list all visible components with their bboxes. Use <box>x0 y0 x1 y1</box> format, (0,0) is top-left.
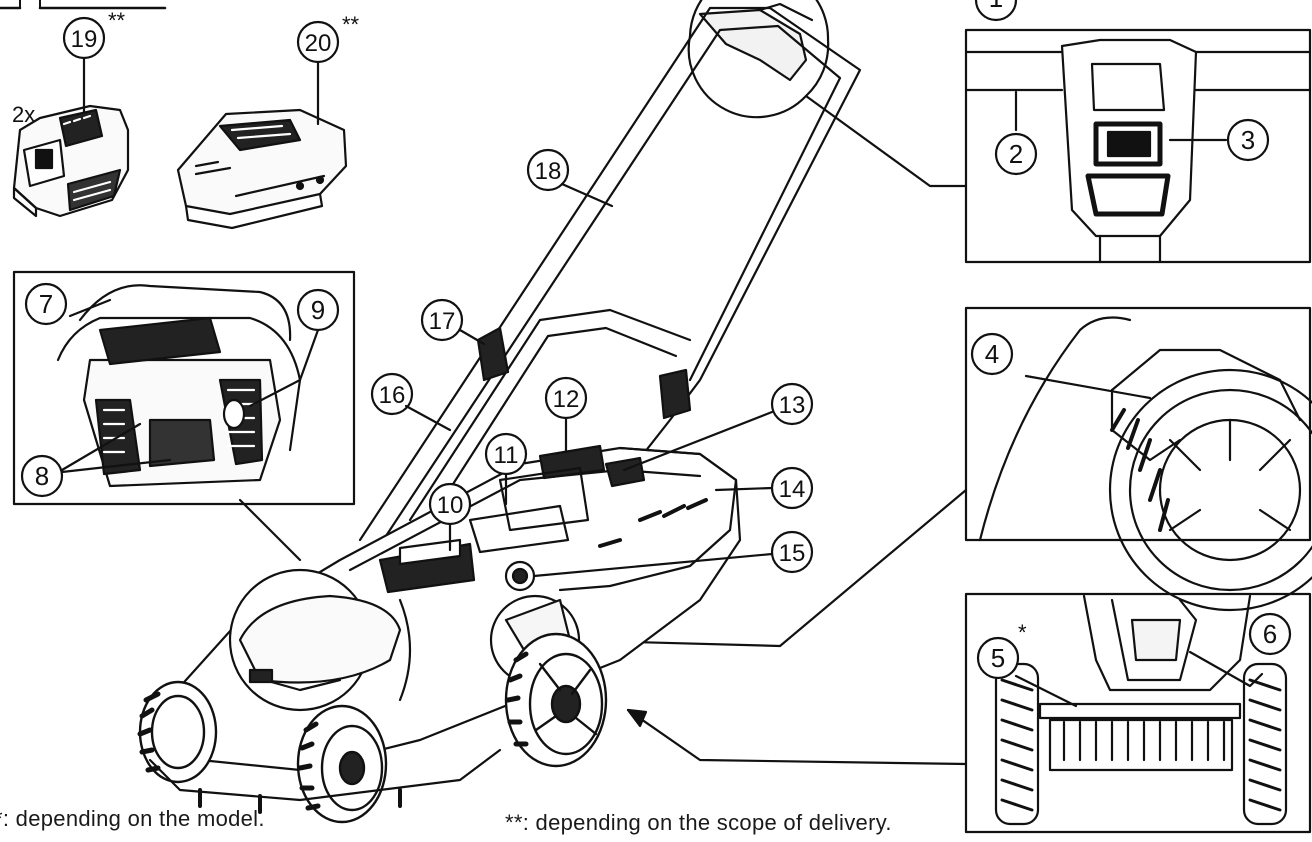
callout-9-number: 9 <box>311 295 325 325</box>
callout-7: 7 <box>24 282 68 326</box>
callout-17-number: 17 <box>429 308 456 335</box>
callout-1: 1 <box>974 0 1018 22</box>
top-left-fragment <box>0 0 167 10</box>
detail-box-rear-wheel <box>964 306 1312 612</box>
callout-17: 17 <box>420 298 486 346</box>
handle-zoom-circle <box>687 0 968 188</box>
battery-quantity: 2x <box>12 102 35 127</box>
callout-13: 13 <box>622 382 814 472</box>
charger-scope-mark: ** <box>342 12 360 37</box>
battery-pack-illustration <box>12 104 130 218</box>
callout-12-number: 12 <box>553 386 580 413</box>
callout-6-number: 6 <box>1263 619 1277 649</box>
footnote-delivery: **: depending on the scope of delivery. <box>505 810 892 835</box>
leader-to-rear-box <box>626 708 968 766</box>
callout-2-number: 2 <box>1009 139 1023 169</box>
callout-2: 2 <box>994 132 1038 176</box>
lawn-mower-illustration <box>137 6 862 824</box>
callout-3-number: 3 <box>1241 125 1255 155</box>
callout-16-number: 16 <box>379 382 406 409</box>
callout-10: 10 <box>428 482 472 552</box>
callout-11-number: 11 <box>494 442 519 469</box>
charger-illustration <box>176 108 348 230</box>
footnote-model: *: depending on the model. <box>0 806 265 831</box>
callout-8-number: 8 <box>35 461 49 491</box>
callout-20: 20 <box>296 20 340 64</box>
callout-16: 16 <box>370 372 452 432</box>
callout-4-number: 4 <box>985 339 999 369</box>
detail-box-switch <box>964 28 1312 264</box>
callout-7-number: 7 <box>39 289 53 319</box>
callout-14-number: 14 <box>779 476 806 503</box>
battery-scope-mark: ** <box>108 8 126 33</box>
callout-15-number: 15 <box>779 540 806 567</box>
callout-11: 11 <box>484 432 528 506</box>
callout-3: 3 <box>1226 118 1270 162</box>
callout-5: 5 <box>976 636 1020 680</box>
callout-4: 4 <box>970 332 1014 376</box>
callout-12: 12 <box>544 376 588 454</box>
callout-9: 9 <box>296 288 340 332</box>
callout-13-number: 13 <box>779 392 806 419</box>
callout-19: 19 <box>62 16 106 60</box>
callout-20-number: 20 <box>305 30 332 57</box>
callout-14: 14 <box>714 466 814 510</box>
callout-19-number: 19 <box>71 26 98 53</box>
callout-8: 8 <box>20 454 64 498</box>
callout-18-number: 18 <box>535 158 562 185</box>
callout-15: 15 <box>532 530 814 578</box>
model-mark: * <box>1018 620 1027 645</box>
detail-box-battery-compartment <box>12 270 356 562</box>
detail-box-rear-view <box>964 592 1312 834</box>
callout-1-number: 1 <box>989 0 1003 13</box>
callout-6: 6 <box>1248 612 1292 656</box>
callout-18: 18 <box>526 148 614 208</box>
callout-10-number: 10 <box>437 492 464 519</box>
callout-5-number: 5 <box>991 643 1005 673</box>
